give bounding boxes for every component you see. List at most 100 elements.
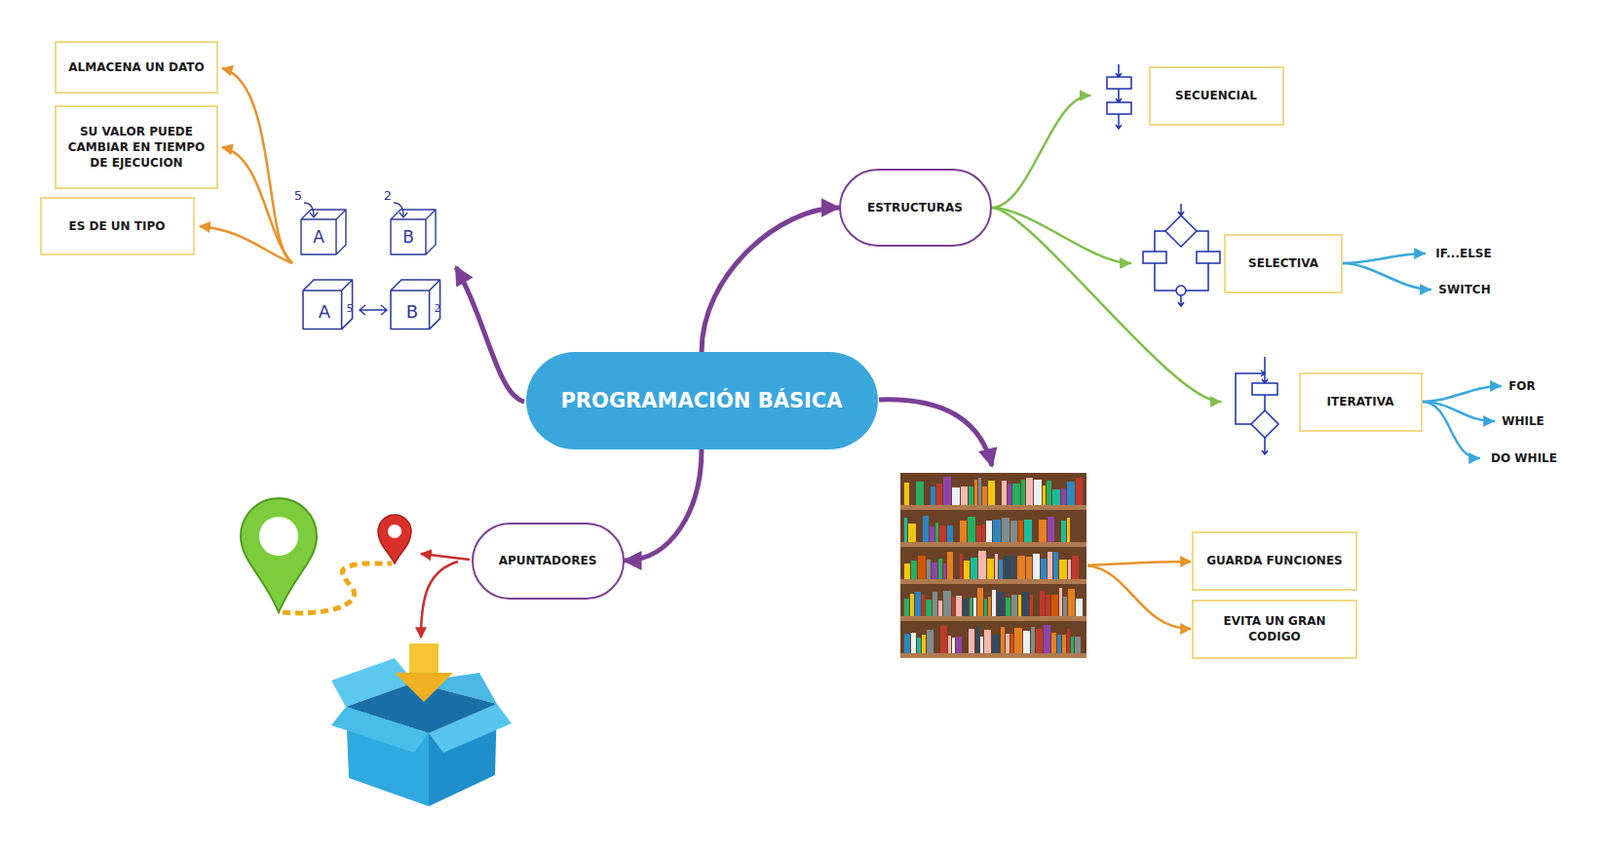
book <box>991 589 996 616</box>
node-text: SU VALOR PUEDE CAMBIAR EN TIEMPO DE EJEC… <box>62 123 211 172</box>
node-text: SECUENCIAL <box>1175 87 1258 104</box>
book <box>1003 555 1012 579</box>
book <box>1033 479 1042 505</box>
book <box>1059 587 1063 616</box>
connector <box>1422 401 1481 458</box>
book <box>1062 634 1067 653</box>
book <box>1012 555 1017 579</box>
node-text: SELECTIVA <box>1248 255 1319 271</box>
book <box>1052 489 1061 505</box>
note-box: ALMACENA UN DATO <box>54 40 219 94</box>
book <box>911 560 917 579</box>
book <box>1000 626 1005 653</box>
book <box>904 598 910 616</box>
book <box>1010 633 1014 653</box>
book <box>947 525 953 542</box>
book <box>970 557 978 579</box>
node-text: ESTRUCTURAS <box>867 199 963 216</box>
cube-label: A <box>318 303 331 321</box>
book <box>1014 627 1023 653</box>
variable-cubes <box>301 202 441 330</box>
book <box>980 636 984 653</box>
cube-label: 5 <box>294 189 303 202</box>
note-box: EVITA UN GRAN CODIGO <box>1191 599 1358 659</box>
connector <box>624 449 703 561</box>
book <box>984 629 991 653</box>
book <box>1018 520 1024 542</box>
book <box>1032 553 1040 579</box>
book <box>921 634 926 653</box>
book <box>1046 480 1052 505</box>
book <box>967 516 976 542</box>
book <box>1010 520 1018 542</box>
book <box>1007 483 1012 505</box>
node-text: FOR <box>1508 378 1536 394</box>
connector <box>1422 385 1502 402</box>
book <box>988 480 995 505</box>
book <box>978 550 987 579</box>
book <box>1023 630 1030 653</box>
book <box>984 598 988 616</box>
book <box>1024 519 1032 542</box>
shelf-board <box>900 578 1087 584</box>
book <box>947 551 953 579</box>
book <box>968 628 975 653</box>
book <box>938 558 943 579</box>
shelf-board <box>900 541 1087 547</box>
book <box>963 560 970 579</box>
branch-label: SWITCH <box>1430 277 1499 302</box>
book <box>960 486 968 505</box>
book <box>1059 559 1067 579</box>
connector <box>1342 253 1425 264</box>
book <box>978 477 982 505</box>
book <box>1005 597 1011 616</box>
cube-label: 2 <box>434 304 441 314</box>
book <box>1061 520 1067 542</box>
book <box>1075 598 1083 616</box>
book <box>1001 480 1007 505</box>
book <box>939 525 947 542</box>
book <box>931 562 938 579</box>
book <box>1026 477 1033 505</box>
book <box>968 486 974 505</box>
book <box>1057 634 1062 653</box>
node-text: ITERATIVA <box>1327 393 1395 410</box>
book <box>1071 555 1079 579</box>
book <box>915 481 924 505</box>
book <box>1001 517 1010 542</box>
book <box>1047 551 1053 579</box>
central-topic: PROGRAMACIÓN BÁSICA <box>526 351 878 450</box>
book <box>932 591 938 616</box>
node-text: GUARDA FUNCIONES <box>1206 552 1343 569</box>
book <box>952 637 955 653</box>
book <box>1066 628 1070 653</box>
book <box>982 524 986 542</box>
shelf-board <box>900 652 1087 658</box>
node-text: SWITCH <box>1438 281 1490 298</box>
note-box: SU VALOR PUEDE CAMBIAR EN TIEMPO DE EJEC… <box>54 105 219 190</box>
book <box>987 558 994 579</box>
book <box>1017 555 1026 579</box>
book <box>976 525 982 542</box>
book <box>904 482 910 505</box>
node-text: ES DE UN TIPO <box>69 218 166 234</box>
book <box>1026 556 1032 579</box>
note-box: ES DE UN TIPO <box>39 196 195 256</box>
shelf-board <box>900 615 1087 621</box>
connector <box>991 207 1221 402</box>
book <box>952 596 955 616</box>
connector <box>1342 263 1431 290</box>
book <box>1042 485 1046 505</box>
book <box>1035 628 1043 653</box>
book <box>1039 590 1045 616</box>
book <box>1018 594 1022 616</box>
book <box>1070 636 1074 653</box>
book <box>911 632 916 653</box>
book <box>977 587 984 616</box>
book <box>1051 594 1059 616</box>
branch-label: IF...ELSE <box>1424 241 1503 266</box>
book <box>910 593 915 616</box>
book <box>1022 591 1029 616</box>
book <box>1075 477 1083 505</box>
book <box>994 553 998 579</box>
